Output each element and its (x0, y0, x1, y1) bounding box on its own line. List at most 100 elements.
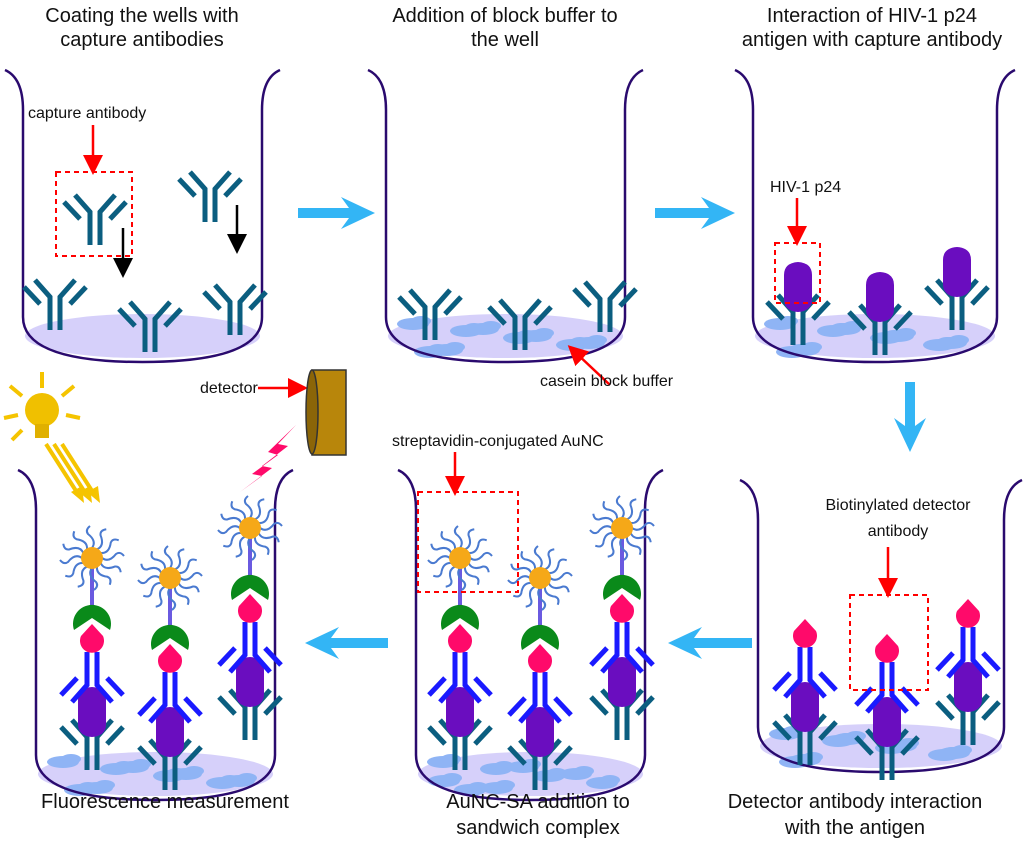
ligand-strand (457, 567, 467, 591)
casein-label: casein block buffer (540, 373, 674, 390)
casein-blob (952, 745, 972, 755)
detector-face (305, 369, 319, 455)
ligand-strand (468, 538, 488, 555)
step-2-title-line2: the well (471, 29, 539, 51)
capture-antibody (847, 303, 913, 355)
ligand-strand (217, 525, 241, 535)
detector-label: detector (200, 380, 258, 397)
antibody-light-chain (177, 177, 243, 198)
capture-antibody-label: capture antibody (28, 105, 146, 122)
well-outline (397, 468, 664, 802)
excitation-light-arrowhead (79, 486, 92, 503)
flow-arrow-shape (298, 197, 375, 229)
capture-antibody (854, 728, 920, 780)
step-2-title-line1: Addition of block buffer to (392, 5, 617, 27)
casein-blob (442, 773, 462, 783)
ligand-strand (59, 555, 83, 565)
antibody-light-chain (507, 696, 573, 717)
ligand-strand (62, 543, 85, 554)
casein-blob (949, 335, 969, 345)
excitation-light-ray (52, 442, 88, 496)
antibody-heavy-chain (583, 280, 627, 332)
antibody-light-chain (59, 725, 125, 746)
ligand-strand (96, 528, 107, 551)
ligand-strand (230, 500, 247, 520)
ligand-strand (177, 582, 200, 593)
ligand-strand (99, 562, 122, 573)
ligand-strand (469, 551, 493, 561)
flow-arrow (298, 197, 375, 229)
antibody-light-chain (854, 735, 920, 756)
streptavidin (440, 604, 479, 630)
antibody-light-chain (202, 290, 268, 311)
well-outline (734, 68, 1016, 364)
callout-box (55, 171, 133, 257)
ligand-strand (72, 530, 89, 550)
antibody-light-chain (572, 287, 638, 308)
biotin (956, 599, 980, 628)
biotin (80, 624, 104, 653)
antibody-light-chain (772, 720, 838, 741)
antibody-heavy-chain (128, 300, 172, 352)
antibody-heavy-chain (438, 652, 482, 704)
ligand-strand (155, 585, 166, 608)
antibody-heavy-chain (70, 718, 114, 770)
antibody-heavy-chain (946, 693, 990, 745)
antibody-heavy-chain (935, 278, 979, 330)
ligand-strand (533, 545, 543, 569)
antibody-heavy-chain (228, 688, 272, 740)
antibody-light-chain (397, 295, 463, 316)
flow-arrow-shape (655, 197, 735, 229)
capture-antibody (59, 718, 125, 770)
ligand-strand (592, 513, 615, 524)
step-1-title-line1: Coating the wells with (45, 5, 238, 27)
hiv-p24-antigen (873, 697, 901, 747)
ligand-strand (548, 558, 568, 575)
ligand-strand (235, 535, 246, 558)
antibody-light-chain (137, 696, 203, 717)
hiv-p24-antigen (954, 662, 982, 712)
ligand-strand (630, 508, 650, 525)
casein-blob (411, 316, 431, 326)
biotin (158, 644, 182, 673)
ligand-strand (543, 586, 560, 606)
ligand-strand (432, 561, 452, 578)
capture-antibody (935, 693, 1001, 745)
gold-nanocluster (159, 567, 181, 589)
ligand-strand (222, 531, 242, 548)
biotin (528, 644, 552, 673)
emission-signal-icon (240, 425, 296, 492)
antibody-light-chain (854, 686, 920, 707)
antibody-heavy-chain (73, 193, 117, 245)
ligand-strand (589, 525, 613, 535)
casein-blob (587, 335, 607, 345)
gold-nanocluster (449, 547, 471, 569)
ligand-strand (544, 548, 555, 571)
detector-antibody (507, 672, 573, 724)
hiv-p24-antigen (784, 262, 812, 312)
hiv-p24-antigen (943, 247, 971, 297)
biotin (792, 619, 818, 648)
biotin (875, 634, 900, 663)
detector-antibody (137, 672, 203, 724)
casein-blob (61, 754, 81, 764)
biotin (609, 594, 634, 623)
ligand-strand (464, 528, 475, 551)
hiv-p24-antigen (78, 687, 106, 737)
capture-antibody (22, 278, 88, 330)
flow-arrow (894, 382, 926, 452)
flow-arrow (305, 627, 388, 659)
excitation-light-ray (60, 442, 96, 496)
step-1-title-line2: capture antibodies (60, 29, 223, 51)
ligand-strand (629, 532, 652, 543)
capture-antibody (772, 713, 838, 765)
biotin (448, 624, 472, 653)
capture-antibody (427, 718, 493, 770)
antibody-light-chain (935, 700, 1001, 721)
ligand-strand (594, 531, 614, 548)
ligand-strand (137, 575, 161, 585)
gold-nanocluster (529, 567, 551, 589)
detector-antibody (589, 622, 655, 674)
hiv-p24-antigen (526, 707, 554, 757)
